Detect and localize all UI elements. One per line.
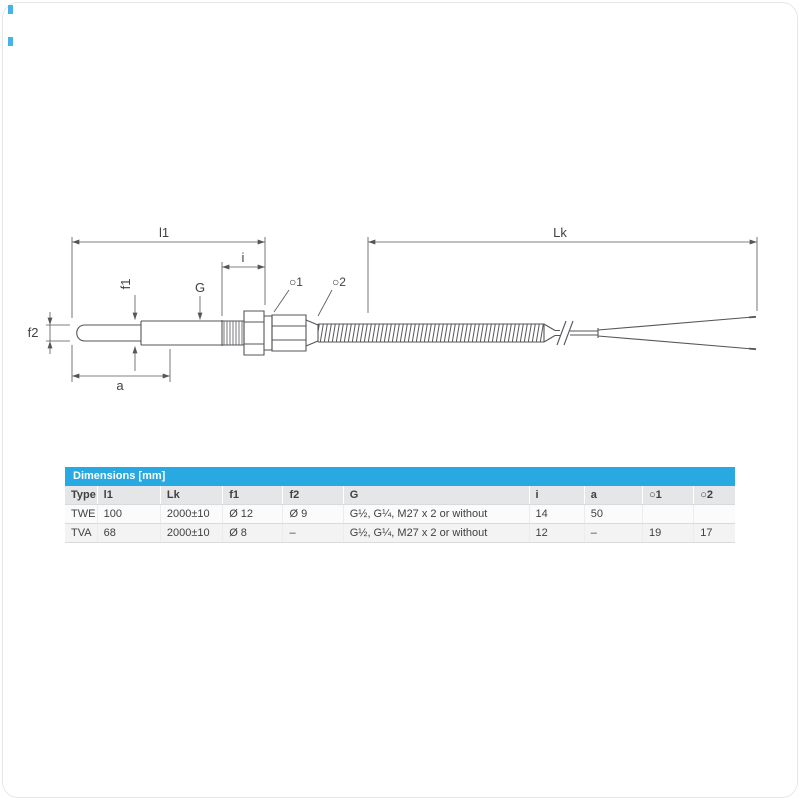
cell-i: 12 [528, 523, 585, 543]
dimension-label-f1: f1 [118, 279, 133, 290]
dimension-label-i: i [242, 250, 245, 265]
probe-tube [141, 320, 222, 346]
cable [543, 323, 598, 343]
callout-pos1: ○1 [289, 275, 303, 289]
hex-nut-1 [243, 310, 265, 356]
thread-hatch [223, 321, 243, 345]
extension-lines [46, 237, 758, 382]
cell-g: G½, G¼, M27 x 2 or without [342, 504, 530, 524]
cell-pos1: 19 [642, 523, 694, 543]
cell-type: TWE [65, 504, 98, 524]
dimension-annotations: l1 Lk i G f1 f2 a ○1 ○2 [28, 225, 758, 393]
column-header-pos2: ○2 [693, 486, 735, 505]
cell-g: G½, G¼, M27 x 2 or without [342, 523, 530, 543]
cell-f2: – [282, 523, 344, 543]
column-header-type: Type [65, 486, 98, 505]
dimension-label-g: G [195, 280, 205, 295]
column-header-i: i [528, 486, 585, 505]
cell-i: 14 [528, 504, 585, 524]
probe-tip [76, 321, 142, 345]
cell-f1: Ø 8 [222, 523, 283, 543]
column-header-f1: f1 [222, 486, 283, 505]
cell-f2: Ø 9 [282, 504, 344, 524]
cell-pos2: 17 [693, 523, 735, 543]
table-row-tva: TVA 68 2000±10 Ø 8 – G½, G¼, M27 x 2 or … [65, 523, 735, 543]
dimension-label-a: a [116, 378, 124, 393]
leader-pos1 [273, 289, 290, 313]
leader-pos2 [317, 289, 333, 317]
cell-a: – [583, 523, 643, 543]
column-header-lk: Lk [159, 486, 223, 505]
dimensions-grid: Type l1 Lk f1 f2 G i a ○1 ○2 TWE 100 200… [65, 486, 735, 543]
table-row-twe: TWE 100 2000±10 Ø 12 Ø 9 G½, G¼, M27 x 2… [65, 504, 735, 524]
spring-coils [318, 324, 544, 342]
edge-artifact [8, 5, 13, 14]
hex-nut-2 [271, 314, 307, 352]
break-symbol [556, 320, 574, 346]
table-title: Dimensions [mm] [65, 467, 735, 486]
column-header-pos1: ○1 [642, 486, 694, 505]
dimensions-table: Dimensions [mm] Type l1 Lk f1 f2 G i a ○… [65, 467, 735, 543]
cell-f1: Ø 12 [222, 504, 283, 524]
dimension-label-l1: l1 [159, 225, 169, 240]
cell-l1: 100 [96, 504, 161, 524]
washer [264, 315, 273, 351]
cell-type: TVA [65, 523, 98, 543]
cell-pos1 [642, 504, 694, 524]
dimension-label-lk: Lk [553, 225, 567, 240]
technical-drawing: l1 Lk i G f1 f2 a ○1 ○2 [8, 5, 758, 393]
cell-lk: 2000±10 [159, 504, 223, 524]
column-header-g: G [342, 486, 530, 505]
cell-a: 50 [583, 504, 643, 524]
column-header-a: a [583, 486, 643, 505]
column-header-l1: l1 [96, 486, 161, 505]
header-row: Type l1 Lk f1 f2 G i a ○1 ○2 [65, 486, 735, 505]
spring-section [318, 323, 545, 343]
dimension-label-f2: f2 [28, 325, 39, 340]
cell-pos2 [693, 504, 735, 524]
column-header-f2: f2 [282, 486, 344, 505]
probe-outline [76, 310, 757, 356]
wire-ends [748, 315, 757, 351]
spring-transition [305, 319, 319, 347]
edge-artifact [8, 37, 13, 46]
cell-lk: 2000±10 [159, 523, 223, 543]
lead-wires [597, 316, 754, 350]
cell-l1: 68 [96, 523, 161, 543]
callout-pos2: ○2 [332, 275, 346, 289]
